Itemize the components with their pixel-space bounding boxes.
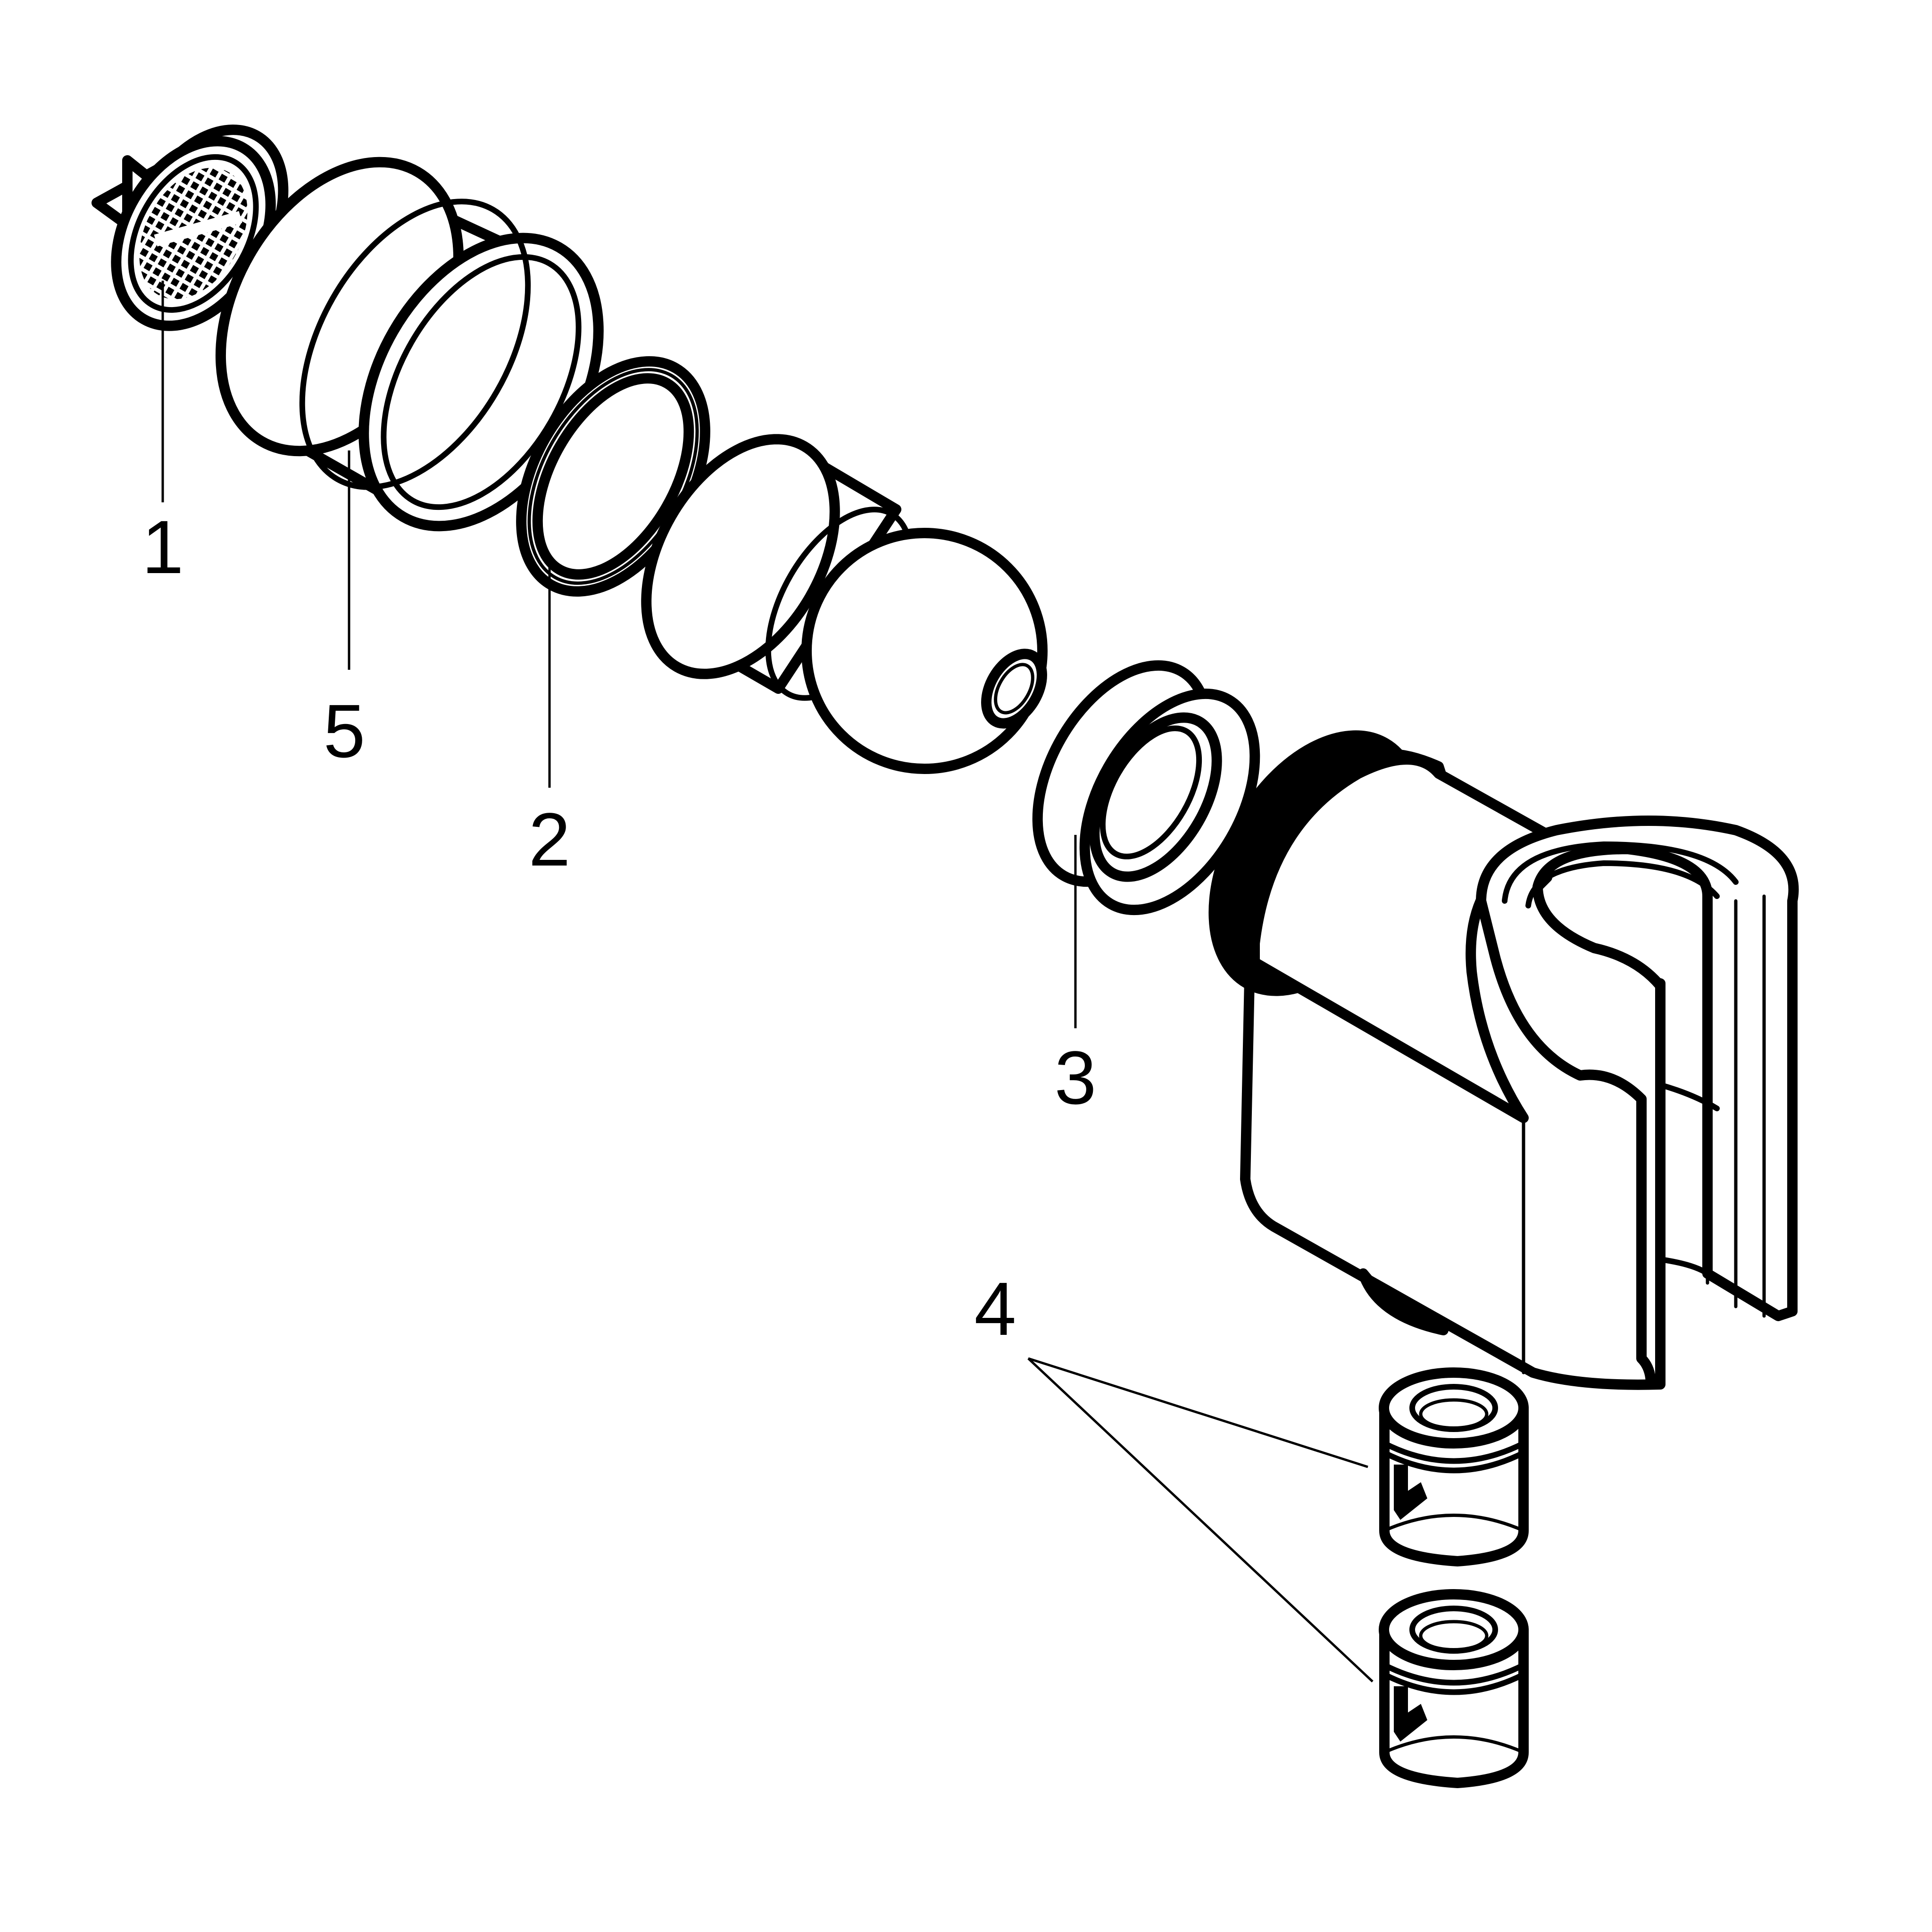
callout-5: 5 xyxy=(324,689,366,773)
callout-1: 1 xyxy=(142,505,184,589)
callout-4: 4 xyxy=(974,1266,1016,1351)
flow-direction-arrow-icon xyxy=(1394,1465,1428,1520)
callout-3: 3 xyxy=(1055,1035,1097,1120)
ball-seat-ring xyxy=(1032,660,1260,916)
flow-restrictor-upper xyxy=(1379,1367,1529,1566)
flow-restrictor-lower xyxy=(1379,1589,1529,1788)
callout-2: 2 xyxy=(529,797,571,882)
wall-holder xyxy=(1208,730,1799,1390)
leader-4a xyxy=(1028,1357,1368,1468)
ball-joint xyxy=(641,434,1048,774)
flow-direction-arrow-icon xyxy=(1394,1686,1428,1742)
leader-4b xyxy=(1027,1357,1374,1682)
